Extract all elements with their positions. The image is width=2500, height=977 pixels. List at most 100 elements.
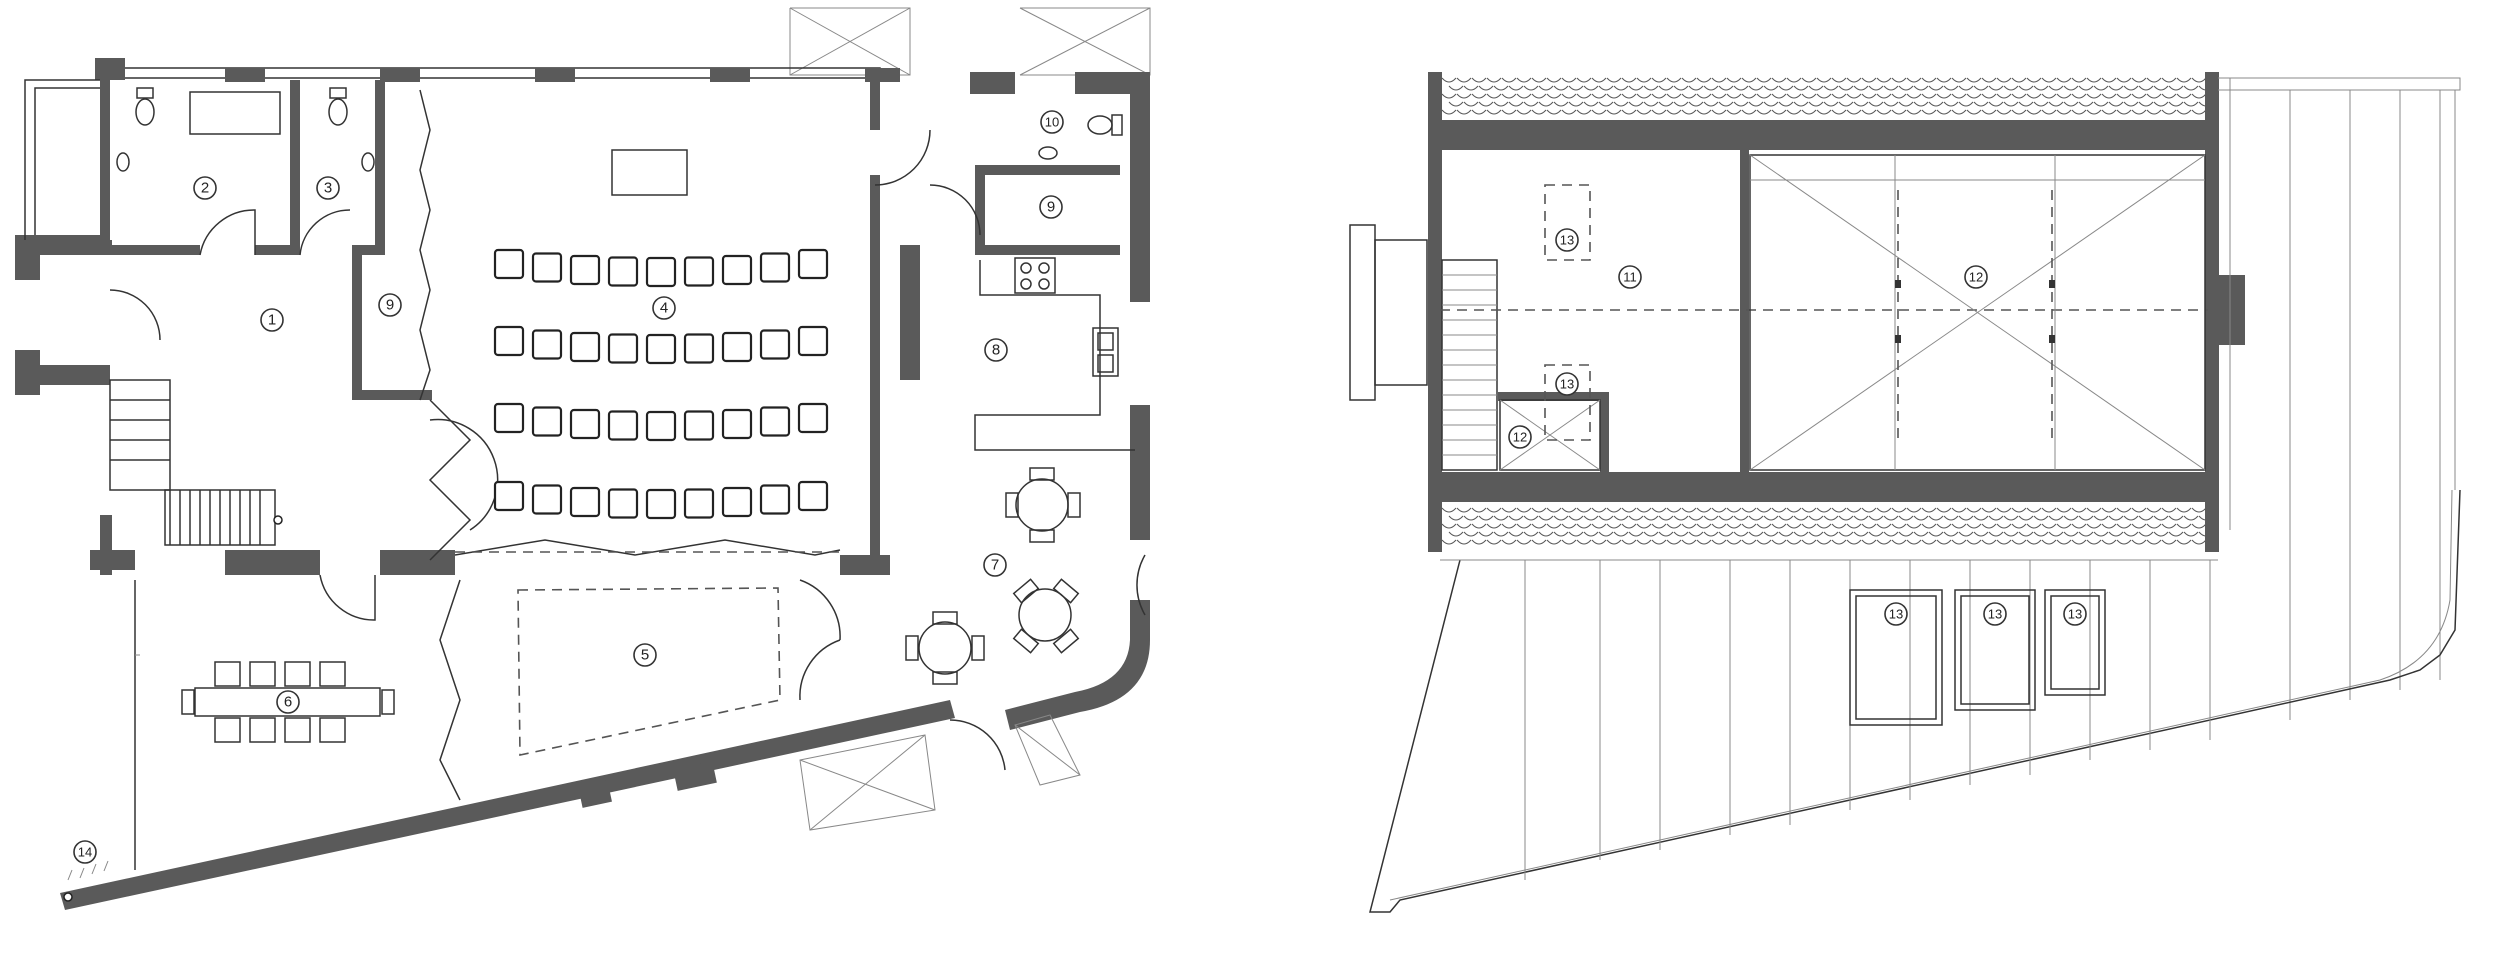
roof-tile	[1681, 93, 1697, 99]
roof-tile	[1621, 539, 1637, 545]
roof-tile	[1688, 515, 1704, 521]
roof-tile	[1823, 531, 1839, 537]
roof-tile	[2116, 93, 2132, 99]
roof-tile	[1636, 523, 1652, 529]
roof-tile	[1921, 539, 1937, 545]
roof-tile	[1613, 101, 1629, 107]
roof-tile	[1583, 515, 1599, 521]
roof-tile	[1651, 77, 1667, 83]
roof-tile	[1936, 507, 1952, 513]
ground-stair	[109, 379, 283, 546]
roof-tile	[1493, 101, 1509, 107]
roof-tile	[1711, 93, 1727, 99]
roof-tile	[2146, 93, 2162, 99]
roof-tile	[2101, 109, 2117, 115]
roof-tile	[1913, 85, 1929, 91]
roof-tile	[1876, 523, 1892, 529]
roof-tile	[1516, 109, 1532, 115]
roof-tile	[2011, 109, 2027, 115]
roof-tile	[1913, 101, 1929, 107]
roof-tile	[1921, 109, 1937, 115]
roof-tile	[1478, 85, 1494, 91]
roof-tile	[1906, 109, 1922, 115]
roof-tile	[2183, 101, 2199, 107]
roof-tile	[2153, 85, 2169, 91]
roof-tile	[1531, 93, 1547, 99]
auditorium-chair	[493, 325, 525, 357]
roof-tile	[1478, 531, 1494, 537]
roof-tile	[1523, 515, 1539, 521]
roof-tile	[1703, 85, 1719, 91]
roof-tile	[2191, 77, 2207, 83]
roof-tile	[1456, 523, 1472, 529]
roof-tile	[1568, 531, 1584, 537]
roof-tile	[1568, 85, 1584, 91]
roof-tile	[1591, 523, 1607, 529]
dining-table	[181, 661, 395, 743]
roof-tile	[2161, 523, 2177, 529]
roof-tile	[1568, 515, 1584, 521]
roof-tile	[1936, 523, 1952, 529]
auditorium-chair	[645, 410, 677, 442]
roof-tile	[1471, 77, 1487, 83]
roof-tile	[2048, 531, 2064, 537]
auditorium-chair	[759, 329, 791, 360]
roof-tile	[1516, 93, 1532, 99]
roof-tile	[2191, 523, 2207, 529]
roof-tile	[1531, 77, 1547, 83]
roof-tile	[2131, 109, 2147, 115]
auditorium-chair	[721, 331, 753, 363]
roof-tile	[1801, 109, 1817, 115]
svg-text:10: 10	[1045, 115, 1059, 130]
roof-tile	[1973, 85, 1989, 91]
roof-tile	[2026, 539, 2042, 545]
room-label-13-roof-window-c: 13	[2063, 602, 2087, 626]
door-swings	[109, 129, 1146, 771]
roof-tile	[2003, 85, 2019, 91]
roof-tile	[1681, 77, 1697, 83]
auditorium-seating	[493, 248, 829, 520]
svg-text:13: 13	[1988, 607, 2002, 622]
roof-tile	[1876, 507, 1892, 513]
roof-tile	[1988, 85, 2004, 91]
roof-tile	[2101, 523, 2117, 529]
svg-text:3: 3	[324, 180, 332, 197]
ground-floor-plan: 1 2 3 4 5 6 7 8 9 9 10 14	[15, 7, 1151, 910]
roof-tile	[2018, 531, 2034, 537]
auditorium-chair	[607, 256, 639, 287]
roof-tile	[1606, 539, 1622, 545]
roof-tile	[1741, 93, 1757, 99]
auditorium-chair	[683, 488, 715, 519]
roof-tile	[1906, 539, 1922, 545]
roof-tile	[1673, 101, 1689, 107]
roof-tile	[1966, 93, 1982, 99]
roof-tile	[1711, 539, 1727, 545]
room-label-7: 7	[983, 553, 1007, 577]
roof-tile	[1936, 539, 1952, 545]
roof-tile	[1546, 539, 1562, 545]
room-label-12-stair: 12	[1508, 425, 1532, 449]
roof-tile	[2026, 523, 2042, 529]
roof-tile	[2063, 101, 2079, 107]
roof-tile	[1696, 93, 1712, 99]
roof-tile	[1666, 507, 1682, 513]
roof-tile	[1688, 85, 1704, 91]
roof-tile	[1838, 531, 1854, 537]
roof-tile	[2078, 515, 2094, 521]
roof-tile	[1471, 93, 1487, 99]
roof-tile	[1628, 531, 1644, 537]
roof-tile	[1523, 101, 1539, 107]
roof-tile	[1501, 77, 1517, 83]
roof-tile	[1493, 531, 1509, 537]
roof-tile	[1786, 77, 1802, 83]
auditorium-chair	[493, 480, 525, 512]
roof-tile	[1831, 77, 1847, 83]
roof-tile	[2048, 85, 2064, 91]
roof-tile	[1853, 531, 1869, 537]
roof-tile	[2161, 507, 2177, 513]
roof-tile	[1748, 531, 1764, 537]
roof-tile	[1448, 531, 1464, 537]
roof-tile	[1636, 109, 1652, 115]
roof-tile	[1681, 109, 1697, 115]
roof-tile	[1733, 85, 1749, 91]
